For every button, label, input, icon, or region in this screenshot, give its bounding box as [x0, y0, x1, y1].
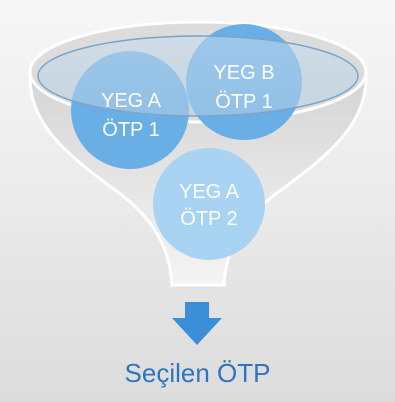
- circle-label-1-line2: ÖTP 1: [102, 119, 159, 141]
- circle-label-2-line2: ÖTP 1: [215, 91, 272, 113]
- circle-label-1-line1: YEG A: [101, 90, 162, 112]
- circle-label-3-line2: ÖTP 2: [180, 208, 237, 230]
- circle-label-3-line1: YEG A: [179, 181, 240, 203]
- circle-yeg-a-otp-2: [153, 148, 265, 260]
- selected-result-label: Seçilen ÖTP: [124, 358, 271, 388]
- down-arrow-icon: [172, 302, 222, 345]
- funnel-rim-inner: [37, 35, 359, 117]
- circle-label-2-line1: YEG B: [213, 62, 274, 84]
